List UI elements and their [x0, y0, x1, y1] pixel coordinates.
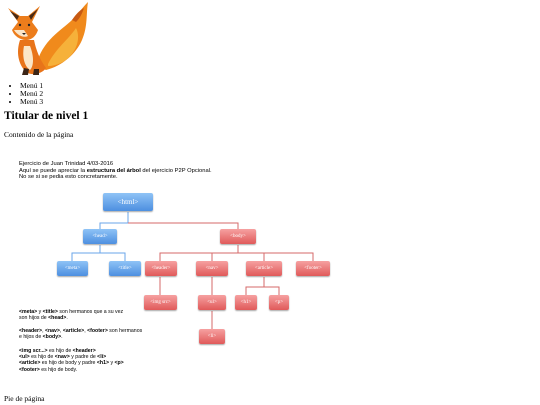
node-footer: <footer> [296, 261, 330, 276]
node-html: <html> [103, 193, 153, 211]
node-head: <head> [83, 229, 117, 244]
menu-item-1[interactable]: Menú 1 [20, 81, 43, 90]
note-line-3: No se si se pedia esto concretamente. [19, 174, 118, 181]
note-line-1: Ejercicio de Juan Trinidad 4/03-2016 [19, 161, 114, 167]
node-meta: <meta> [57, 261, 88, 276]
node-header: <header> [145, 261, 177, 276]
node-article: <article> [246, 261, 282, 276]
explanation-children: <img scr...> es hijo de <header> <ul> es… [19, 348, 124, 373]
page-content: Contenido de la página [4, 130, 74, 139]
menu-item-3[interactable]: Menú 3 [20, 98, 43, 106]
menu-item-2[interactable]: Menú 2 [20, 89, 43, 98]
node-title: <title> [109, 261, 141, 276]
explanation-head: <meta> y <title> son hermanos que a su v… [19, 309, 124, 322]
node-h1: <h1> [235, 295, 257, 310]
explanation-body: <header>, <nav>, <article>, <footer> son… [19, 328, 143, 341]
exercise-note: Ejercicio de Juan Trinidad 4/03-2016 Aqu… [19, 161, 212, 181]
fox-logo [8, 2, 88, 75]
node-nav: <nav> [196, 261, 228, 276]
node-p: <p> [269, 295, 289, 310]
page-heading: Titular de nivel 1 [4, 110, 89, 122]
node-img: <img src> [144, 295, 177, 310]
node-ul: <ul> [198, 295, 226, 310]
note-line-2: Aquí se puede apreciar la estructura del… [19, 167, 212, 174]
page-footer: Pie de página [4, 394, 45, 403]
node-body: <body> [220, 229, 256, 244]
menu-list: Menú 1 Menú 2 Menú 3 [20, 81, 43, 107]
node-li: <li> [199, 329, 225, 344]
